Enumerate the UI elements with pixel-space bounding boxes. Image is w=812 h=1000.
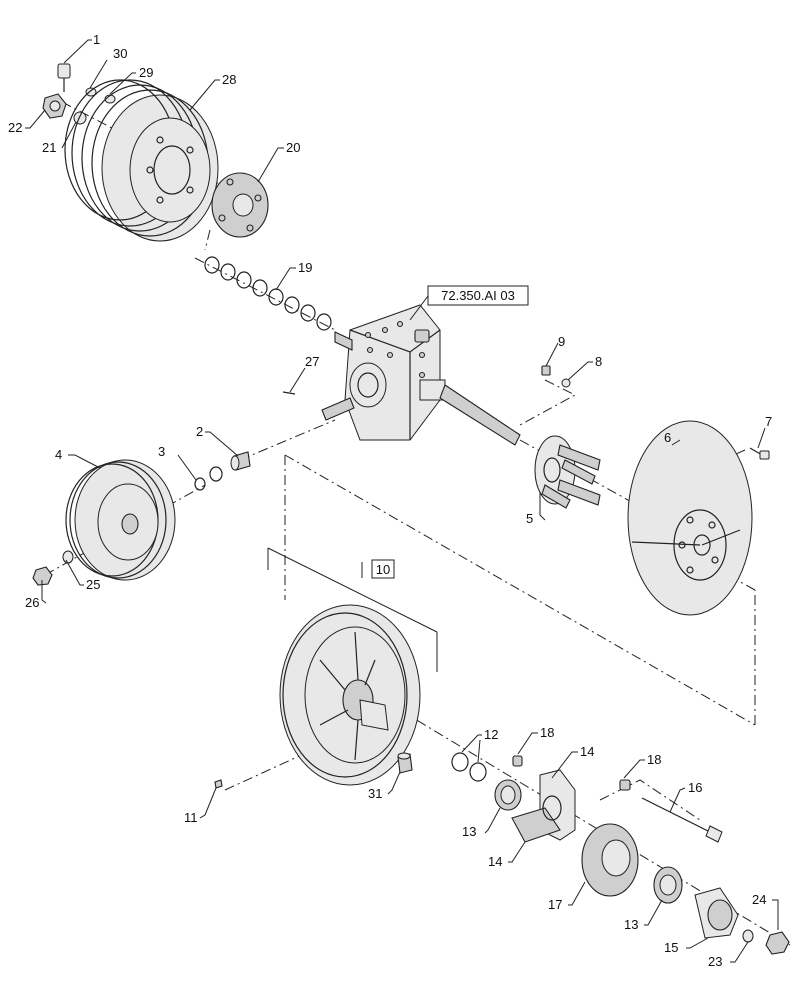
part-bushing-2 [230,451,251,471]
reference-box-72-350: 72.350.AI 03 [409,285,529,321]
callout-18-upper: 18 [540,725,554,740]
part-bushing-31 [397,752,413,774]
assembly-box-10: 10 [371,559,395,579]
part-seal-13b [653,866,683,904]
part-washer-21 [73,111,87,125]
callout-13-lower: 13 [624,917,638,932]
callout-18-right: 18 [647,752,661,767]
part-disc-6 [627,420,753,616]
callout-13-upper: 13 [462,824,476,839]
part-snap-ring-12a [451,752,469,772]
part-nut-26 [32,566,53,586]
part-hub-15 [694,887,739,939]
part-washer-8 [561,378,571,388]
part-arm-bracket-14 [511,769,576,843]
part-seal-13a [494,779,522,811]
part-washer-25 [62,550,74,564]
callout-25: 25 [86,577,100,592]
assembly-bracket-10 [267,547,438,672]
callout-1: 1 [93,32,100,47]
part-sheave [279,604,421,786]
callout-4: 4 [55,447,62,462]
part-pulley-4 [65,459,176,581]
callout-21: 21 [42,140,56,155]
callout-19: 19 [298,260,312,275]
part-bolt-1 [57,63,71,92]
part-nut-22 [42,93,67,119]
part-stud-flange-5 [534,435,601,509]
part-hub-flange-20 [211,172,269,238]
part-grease-fitting-11 [214,779,223,789]
part-washer-30 [85,87,97,97]
callout-labels: 1 30 29 28 22 21 20 19 27 9 8 7 6 2 3 4 … [8,32,772,969]
callout-22: 22 [8,120,22,135]
callout-3: 3 [158,444,165,459]
callout-6: 6 [664,430,671,445]
callout-28: 28 [222,72,236,87]
reference-label: 72.350.AI 03 [441,288,515,303]
callout-5: 5 [526,511,533,526]
part-nut-24 [765,931,790,955]
part-nut-18a [512,755,523,767]
part-nut-9 [541,365,551,376]
part-pulley-28 [64,79,219,242]
callout-26: 26 [25,595,39,610]
part-sprocket-17 [581,823,639,897]
callout-23: 23 [708,954,722,969]
callout-14-lower: 14 [488,854,502,869]
part-nut-18b [619,779,631,791]
callout-31: 31 [368,786,382,801]
part-snap-ring-12b [469,762,487,782]
callout-29: 29 [139,65,153,80]
callout-27: 27 [305,354,319,369]
callout-9: 9 [558,334,565,349]
part-bolt-7 [749,447,770,460]
part-snap-ring-3 [209,466,223,482]
callout-8: 8 [595,354,602,369]
callout-15: 15 [664,940,678,955]
part-snap-ring-3b [194,477,206,491]
callout-2: 2 [196,424,203,439]
callout-11: 11 [184,810,198,825]
callout-14-upper: 14 [580,744,594,759]
callout-12: 12 [484,727,498,742]
callout-17: 17 [548,897,562,912]
callout-20: 20 [286,140,300,155]
part-bolt-16 [641,797,723,843]
part-shims-19 [204,256,332,331]
assembly-label: 10 [376,562,390,577]
leader-lines [25,39,779,963]
callout-7: 7 [765,414,772,429]
part-washer-23 [742,929,754,943]
callout-24: 24 [752,892,766,907]
part-gearbox [321,304,521,446]
callout-16: 16 [688,780,702,795]
callout-30: 30 [113,46,127,61]
part-key-27 [282,391,296,395]
